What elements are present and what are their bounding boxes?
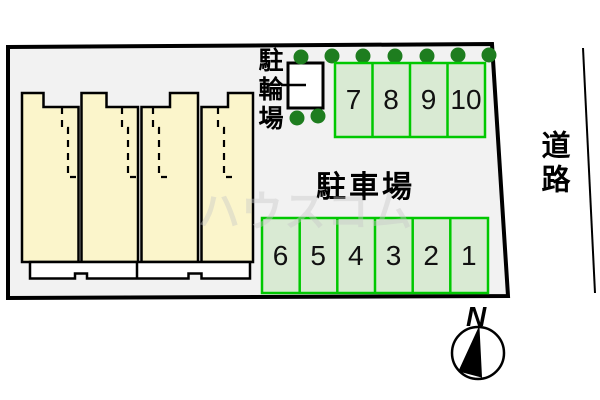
compass-icon bbox=[450, 325, 506, 381]
building-unit-2 bbox=[80, 91, 140, 264]
building-dashed-lines bbox=[60, 107, 232, 179]
parking-space-10: 10 bbox=[450, 84, 482, 115]
road-edge-line bbox=[582, 47, 596, 294]
parking-space-7: 7 bbox=[345, 84, 362, 115]
tree-icon bbox=[324, 48, 340, 64]
trees bbox=[289, 47, 497, 126]
tree-icon bbox=[419, 48, 435, 64]
parking-space-2: 2 bbox=[423, 239, 439, 271]
tree-icon bbox=[293, 49, 309, 65]
parking-space-1: 1 bbox=[461, 239, 477, 271]
parking-space-3: 3 bbox=[385, 239, 402, 271]
parking-space-9: 9 bbox=[420, 84, 437, 115]
building-unit-3 bbox=[140, 91, 200, 264]
north-label: N bbox=[466, 301, 487, 332]
parking-space-6: 6 bbox=[272, 239, 289, 271]
porch bbox=[28, 260, 252, 280]
parking-space-8: 8 bbox=[383, 84, 399, 115]
parking-row-bottom bbox=[260, 216, 490, 295]
road-label: 道路 bbox=[537, 130, 569, 198]
parking-space-5: 5 bbox=[310, 239, 326, 271]
building bbox=[20, 91, 255, 264]
parking-row-top bbox=[333, 61, 487, 139]
tree-icon bbox=[289, 110, 305, 126]
parking-lot-label: 駐車場 bbox=[316, 171, 415, 204]
tree-icon bbox=[355, 48, 371, 64]
bicycle-parking-label: 駐輪場 bbox=[255, 47, 283, 134]
tree-icon bbox=[387, 48, 403, 64]
tree-icon bbox=[481, 47, 497, 63]
tree-icon bbox=[450, 47, 466, 63]
building-unit-1 bbox=[20, 91, 80, 264]
tree-icon bbox=[310, 108, 326, 124]
parking-space-4: 4 bbox=[348, 239, 364, 271]
